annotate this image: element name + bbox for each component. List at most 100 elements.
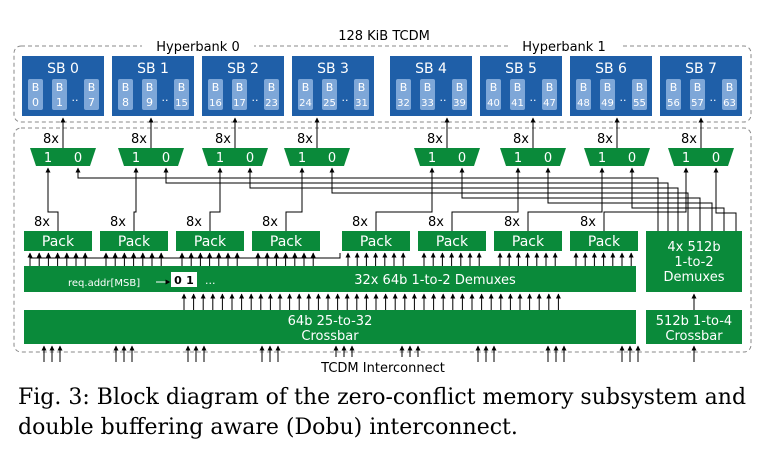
narrow-crossbar-line-2: Crossbar xyxy=(301,329,359,344)
pack-label: Pack xyxy=(270,234,303,250)
bank-box xyxy=(542,79,557,110)
sb-port-width-label: 8x xyxy=(215,132,231,147)
bank-label-prefix: B xyxy=(694,81,702,94)
mux-shape xyxy=(668,148,734,166)
bank-label-prefix: B xyxy=(212,81,220,94)
bank-box xyxy=(298,79,313,110)
bank-ellipsis: .. xyxy=(342,91,349,104)
wide-demux-line-1: 4x 512b xyxy=(667,240,720,255)
sb-port-width-label: 8x xyxy=(131,132,147,147)
mux-shape xyxy=(500,148,566,166)
bank-label-index: 39 xyxy=(453,98,466,109)
bank-b47: B47 xyxy=(542,79,557,110)
mux-input-1: 1 xyxy=(298,151,306,166)
pack-width-label: 8x xyxy=(186,215,202,230)
bank-b25: B25 xyxy=(322,79,337,110)
bank-ellipsis: .. xyxy=(252,91,259,104)
superbank-label: SB 5 xyxy=(505,61,537,77)
mux-shape xyxy=(202,148,268,166)
pack-label: Pack xyxy=(42,234,75,250)
bank-b49: B49 xyxy=(600,79,615,110)
bank-b41: B41 xyxy=(510,79,525,110)
bank-label-index: 31 xyxy=(355,98,368,109)
bank-label-prefix: B xyxy=(178,81,186,94)
pack-width-label: 8x xyxy=(34,215,50,230)
pack-box xyxy=(252,231,320,251)
mux-input-0: 0 xyxy=(712,151,720,166)
wide-demux-to-mux-wire xyxy=(163,167,669,231)
pack-label: Pack xyxy=(436,234,469,250)
hyperbank-1-label: Hyperbank 1 xyxy=(522,40,605,55)
bank-b7: B7 xyxy=(84,79,99,110)
select-value-1: 1 xyxy=(186,274,194,287)
select-box xyxy=(171,272,197,287)
wide-demux-line-2: 1-to-2 xyxy=(674,255,713,270)
bank-label-prefix: B xyxy=(122,81,130,94)
bank-b63: B 63 xyxy=(722,79,737,110)
wide-crossbar-block xyxy=(646,310,742,344)
wide-demux-to-mux-wire xyxy=(247,167,679,231)
bank-b15: B 15 xyxy=(174,79,189,110)
bus-arrows xyxy=(41,293,697,362)
mux-input-0: 0 xyxy=(246,151,254,166)
pack-to-mux-wire xyxy=(285,167,305,231)
bank-label-prefix: B xyxy=(268,81,276,94)
pack-box xyxy=(418,231,486,251)
bank-label-index: 17 xyxy=(233,98,246,109)
bank-box xyxy=(396,79,411,110)
bank-label-prefix: B xyxy=(726,81,734,94)
bank-box xyxy=(264,79,279,110)
bank-label-prefix: B xyxy=(424,81,432,94)
pack-to-mux-wire xyxy=(133,167,139,231)
bank-box xyxy=(28,79,43,110)
bank-label-prefix: B xyxy=(580,81,588,94)
bank-label-index: 63 xyxy=(723,98,736,109)
pack-to-mux-wire xyxy=(375,167,435,231)
bank-box xyxy=(452,79,467,110)
narrow-crossbar-block xyxy=(24,310,636,344)
pack-label: Pack xyxy=(588,234,621,250)
mux-input-1: 1 xyxy=(132,151,140,166)
pack-box xyxy=(176,231,244,251)
wide-crossbar-line-2: Crossbar xyxy=(665,329,723,344)
bank-box xyxy=(666,79,681,110)
bank-label-index: 49 xyxy=(601,98,614,109)
narrow-crossbar-line-1: 64b 25-to-32 xyxy=(288,314,373,329)
bank-box xyxy=(420,79,435,110)
bank-label-index: 15 xyxy=(175,98,188,109)
mux-input-0: 0 xyxy=(458,151,466,166)
bank-box xyxy=(84,79,99,110)
wide-demux-to-mux-wire xyxy=(329,167,689,231)
bank-box xyxy=(486,79,501,110)
bank-label-index: 0 xyxy=(32,96,39,109)
bank-label-index: 9 xyxy=(146,96,153,109)
bank-label-index: 23 xyxy=(265,98,278,109)
bank-label-prefix: B xyxy=(546,81,554,94)
bank-box xyxy=(322,79,337,110)
bank-box xyxy=(576,79,591,110)
sb-port-width-label: 8x xyxy=(681,132,697,147)
superbank-label: SB 3 xyxy=(317,61,349,77)
superbank-label: SB 0 xyxy=(47,61,79,77)
bank-box xyxy=(52,79,67,110)
wide-demux-to-mux-wire xyxy=(545,167,713,231)
bank-box xyxy=(600,79,615,110)
pack-width-label: 8x xyxy=(580,215,596,230)
bank-label-prefix: B xyxy=(358,81,366,94)
bank-label-index: 40 xyxy=(487,98,500,109)
pack-to-mux-wire xyxy=(603,167,689,231)
tcdm-title: 128 KiB TCDM xyxy=(338,29,430,44)
bank-label-index: 24 xyxy=(299,98,312,109)
bank-label-index: 1 xyxy=(56,96,63,109)
